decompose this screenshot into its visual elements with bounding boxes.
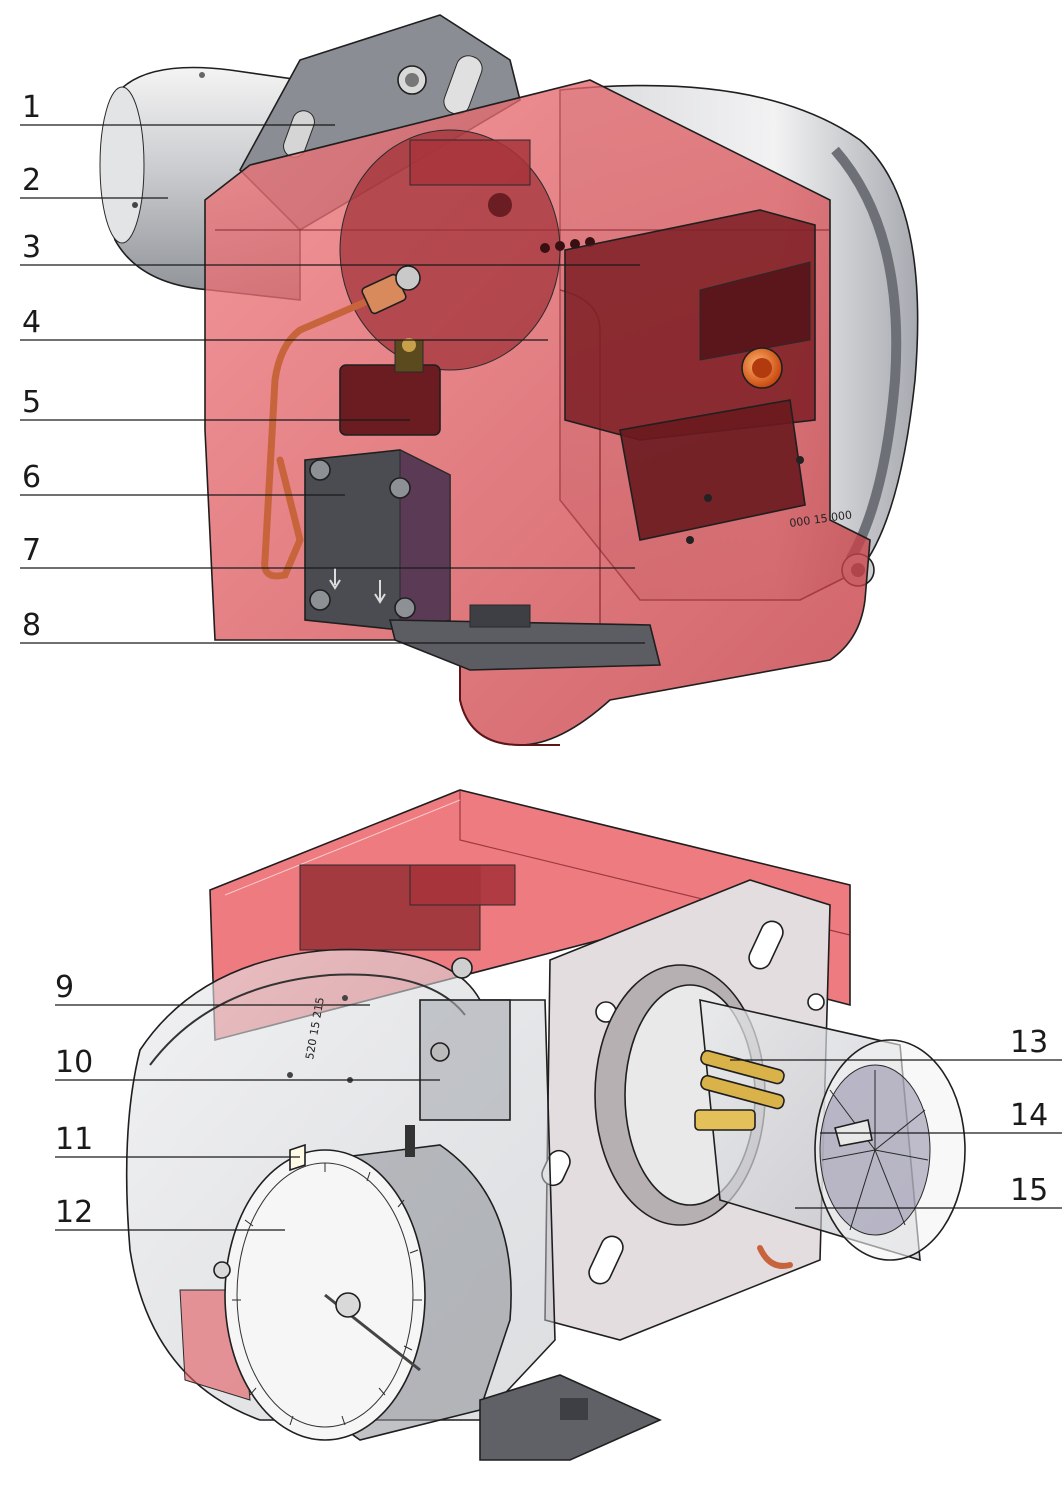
callout-number-8: 8	[22, 608, 41, 643]
dial-scale-ticks	[232, 1163, 422, 1426]
callout-number-3: 3	[22, 230, 41, 265]
photocell-block	[619, 399, 806, 544]
air-damper-dial	[213, 1143, 512, 1441]
base-foot	[479, 1374, 662, 1461]
upper-view: 000 15 000	[20, 14, 919, 746]
diffuser-vanes	[821, 1070, 929, 1231]
callout-number-5: 5	[22, 385, 41, 420]
lower-callouts	[55, 1004, 1062, 1231]
ignition-electrodes	[694, 1049, 785, 1131]
callout-number-2: 2	[22, 163, 41, 198]
motor-body	[339, 129, 595, 371]
pipe-fitting	[361, 265, 421, 315]
callout-number-7: 7	[22, 533, 41, 568]
control-box: 000 15 000	[564, 209, 853, 544]
callout-number-4: 4	[22, 305, 41, 340]
flow-arrow-icon	[374, 580, 386, 604]
blast-tube-front	[694, 998, 966, 1269]
dial-hub	[335, 1292, 361, 1318]
callout-number-15: 15	[1010, 1173, 1048, 1208]
oil-pump	[304, 449, 451, 631]
lower-view: 520 15 215	[55, 789, 1062, 1461]
upper-callout-numbers: 1 2 3 4 5 6 7 8	[22, 90, 41, 643]
callout-number-10: 10	[55, 1045, 93, 1080]
motor-vent-holes	[540, 237, 595, 253]
flow-arrow-icon	[329, 568, 341, 590]
callout-number-12: 12	[55, 1195, 93, 1230]
upper-callouts	[20, 124, 645, 644]
oil-line-copper	[261, 291, 386, 580]
callout-number-6: 6	[22, 460, 41, 495]
callout-number-14: 14	[1010, 1098, 1048, 1133]
callout-number-13: 13	[1010, 1025, 1048, 1060]
base-plate	[388, 604, 662, 671]
connector-and-bolts	[405, 957, 511, 1157]
callout-number-9: 9	[55, 970, 74, 1005]
callout-number-11: 11	[55, 1122, 93, 1157]
callout-number-1: 1	[22, 90, 41, 125]
lower-callout-numbers: 9 10 11 12 13 14 15	[55, 970, 1048, 1230]
